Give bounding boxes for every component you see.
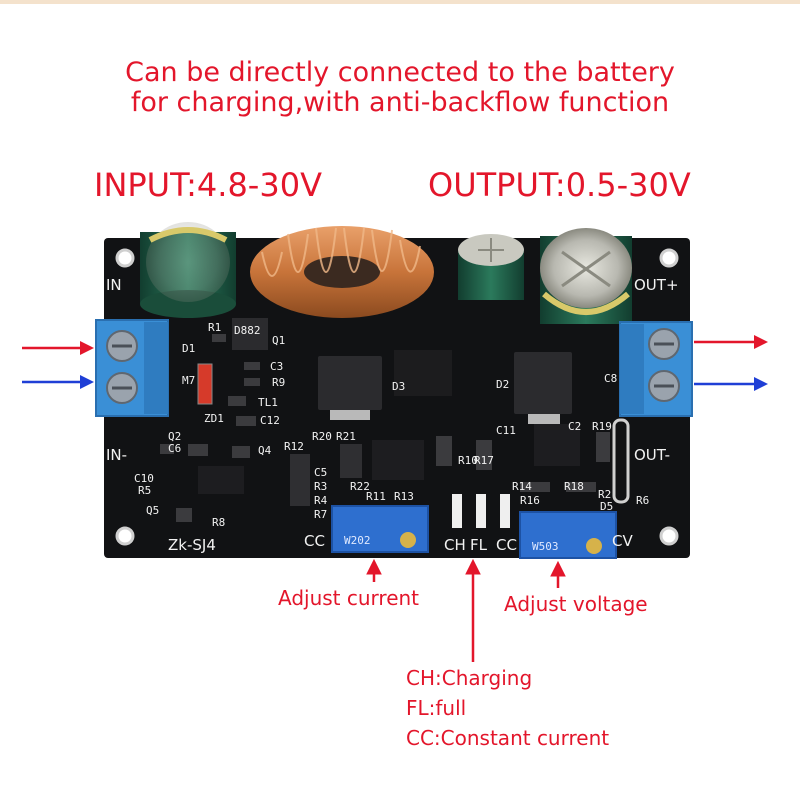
designator: R4	[314, 494, 328, 507]
designator: D2	[496, 378, 510, 391]
designator: C12	[260, 414, 280, 427]
designator: C10	[134, 472, 154, 485]
input-terminal-block	[95, 319, 169, 417]
designator: C8	[604, 372, 618, 385]
indicator-label-cv: CV	[612, 532, 633, 550]
output-spec: OUTPUT:0.5-30V	[428, 166, 691, 204]
designator: R13	[394, 490, 414, 503]
indicator-label-fl: FL	[470, 536, 487, 554]
designator: R2	[598, 488, 612, 501]
designator: R19	[592, 420, 612, 433]
designator: C3	[270, 360, 284, 373]
designator: C11	[496, 424, 516, 437]
designator: ZD1	[204, 412, 224, 425]
designator: R14	[512, 480, 532, 493]
designator: D5	[600, 500, 614, 513]
input-capacitor	[140, 222, 236, 318]
legend-full: FL:full	[406, 696, 467, 720]
terminal-label-out-plus: OUT+	[634, 276, 679, 294]
designator: TL1	[258, 396, 278, 409]
ic-transistor-d882	[232, 318, 268, 350]
designator: R20	[312, 430, 332, 443]
indicator-legend-arrow	[465, 558, 481, 662]
jumper-wire	[612, 418, 630, 504]
output-negative-arrow	[694, 377, 768, 391]
adjust-voltage-arrow	[550, 560, 566, 588]
designator: R21	[336, 430, 356, 443]
designator: R6	[636, 494, 650, 507]
indicator-label-ch: CH	[444, 536, 466, 554]
designator: D1	[182, 342, 196, 355]
pot-label-voltage: W503	[532, 540, 559, 553]
schottky-diode	[514, 352, 572, 424]
indicator-label-cc-mid: CC	[496, 536, 517, 554]
soic-chip-1	[372, 440, 424, 480]
designator: Q1	[272, 334, 286, 347]
zener-diode	[197, 363, 213, 405]
designator: R16	[520, 494, 540, 507]
mounting-holes	[115, 248, 679, 546]
output-positive-arrow	[694, 335, 768, 349]
board-model-label: Zk-SJ4	[168, 536, 216, 554]
designator: C5	[314, 466, 328, 479]
designator: R10	[458, 454, 478, 467]
designator: C6	[168, 442, 182, 455]
potentiometer-current	[331, 505, 429, 553]
designator: R17	[474, 454, 494, 467]
headline-line-2: for charging,with anti-backflow function	[130, 87, 670, 118]
input-spec: INPUT:4.8-30V	[94, 166, 322, 204]
adjust-voltage-label: Adjust voltage	[504, 592, 648, 616]
designator: Q2	[168, 430, 182, 443]
legend-constant-current: CC:Constant current	[406, 726, 610, 750]
terminal-label-in-minus: IN-	[106, 446, 128, 464]
designator: R7	[314, 508, 328, 521]
output-terminal-block	[619, 321, 693, 417]
designator: R11	[366, 490, 386, 503]
legend-charging: CH:Charging	[406, 666, 533, 690]
adjust-current-arrow	[366, 558, 382, 582]
designator: R1	[208, 321, 222, 334]
power-mosfet	[318, 350, 452, 420]
designator: C2	[568, 420, 582, 433]
designator: R12	[284, 440, 304, 453]
smd-components	[160, 334, 610, 522]
designator: R5	[138, 484, 152, 497]
designator: R3	[314, 480, 328, 493]
designator: M7	[182, 374, 196, 387]
designator: R22	[350, 480, 370, 493]
input-positive-arrow	[22, 341, 94, 355]
pot-label-current: W202	[344, 534, 371, 547]
potentiometer-voltage	[519, 511, 617, 559]
terminal-label-out-minus: OUT-	[634, 446, 670, 464]
indicator-label-cc-left: CC	[304, 532, 325, 550]
soic-chip-3	[198, 466, 244, 494]
designator: R8	[212, 516, 226, 529]
designator: D3	[392, 380, 406, 393]
adjust-current-label: Adjust current	[278, 586, 420, 610]
designator: Q5	[146, 504, 160, 517]
small-capacitor	[458, 234, 524, 300]
designator: R18	[564, 480, 584, 493]
toroid-inductor	[250, 226, 434, 318]
headline-line-1: Can be directly connected to the battery	[125, 57, 675, 88]
designator: R9	[272, 376, 286, 389]
output-capacitor	[540, 228, 632, 324]
designator: D882	[234, 324, 261, 337]
input-negative-arrow	[22, 375, 94, 389]
soic-chip-2	[534, 424, 580, 466]
terminal-label-in-plus: IN	[106, 276, 122, 294]
top-decor-line	[0, 0, 800, 4]
designator: Q4	[258, 444, 272, 457]
led-indicators	[452, 494, 510, 528]
